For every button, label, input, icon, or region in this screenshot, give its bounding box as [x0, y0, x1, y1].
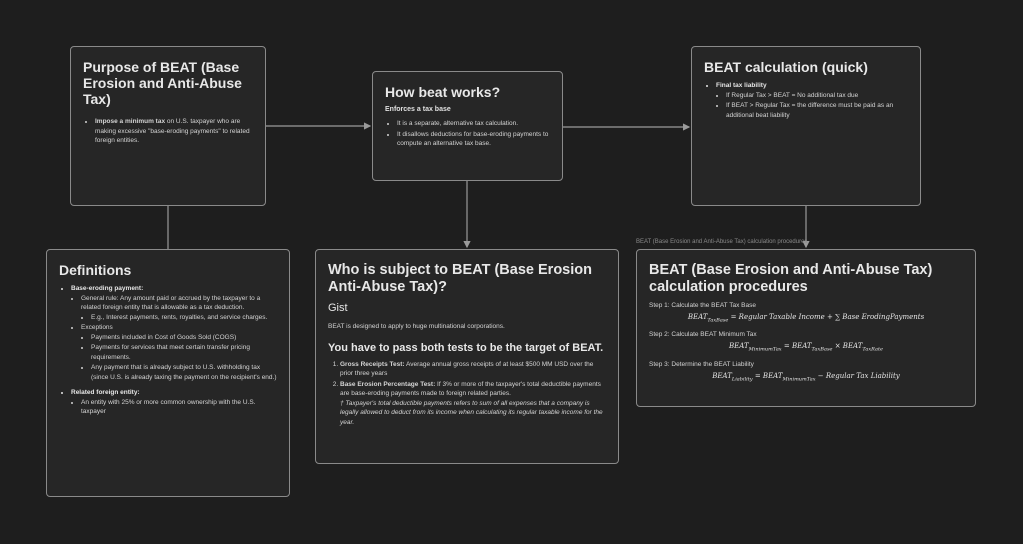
- definitions-list: Base-eroding payment: General rule: Any …: [59, 284, 277, 417]
- how-bullet-1: It is a separate, alternative tax calcul…: [397, 119, 550, 129]
- edge-label-procedures: BEAT (Base Erosion and Anti-Abuse Tax) c…: [636, 239, 808, 245]
- gist-heading: Gist: [328, 302, 348, 314]
- procedures-title: BEAT (Base Erosion and Anti-Abuse Tax) c…: [649, 262, 933, 295]
- eg-item: E.g., Interest payments, rents, royaltie…: [91, 313, 277, 323]
- exception-3: Any payment that is already subject to U…: [91, 363, 277, 382]
- test-2: Base Erosion Percentage Test: If 3% or m…: [340, 380, 606, 428]
- who-title: Who is subject to BEAT (Base Erosion Ant…: [328, 262, 592, 295]
- quick-card[interactable]: BEAT calculation (quick) Final tax liabi…: [691, 46, 921, 206]
- who-card[interactable]: Who is subject to BEAT (Base Erosion Ant…: [315, 249, 619, 464]
- how-title: How beat works?: [385, 84, 501, 100]
- purpose-card[interactable]: Purpose of BEAT (Base Erosion and Anti-A…: [70, 46, 266, 206]
- quick-bullet-1: If Regular Tax > BEAT = No additional ta…: [726, 91, 908, 101]
- related-item: An entity with 25% or more common owners…: [81, 398, 277, 417]
- quick-bullet-2: If BEAT > Regular Tax = the difference m…: [726, 101, 908, 120]
- purpose-title: Purpose of BEAT (Base Erosion and Anti-A…: [83, 59, 242, 107]
- general-rule: General rule: Any amount paid or accrued…: [81, 294, 277, 323]
- purpose-bullet: Impose a minimum tax on U.S. taxpayer wh…: [95, 117, 253, 146]
- base-eroding-head: Base-eroding payment: General rule: Any …: [71, 284, 277, 382]
- test-1: Gross Receipts Test: Average annual gros…: [340, 360, 606, 379]
- tests-heading: You have to pass both tests to be the ta…: [328, 341, 604, 354]
- purpose-list: Impose a minimum tax on U.S. taxpayer wh…: [83, 117, 253, 146]
- quick-head: Final tax liability If Regular Tax > BEA…: [716, 81, 908, 120]
- exceptions-head: Exceptions Payments included in Cost of …: [81, 323, 277, 382]
- procedures-card[interactable]: BEAT (Base Erosion and Anti-Abuse Tax) c…: [636, 249, 976, 407]
- related-head: Related foreign entity: An entity with 2…: [71, 388, 277, 417]
- exception-1: Payments included in Cost of Goods Sold …: [91, 333, 277, 343]
- how-subtitle: Enforces a tax base: [385, 106, 451, 113]
- step-2: Step 2: Calculate BEAT Minimum Tax: [649, 331, 757, 339]
- exception-2: Payments for services that meet certain …: [91, 343, 277, 362]
- formula-1: BEATTaxBase = Regular Taxable Income + ∑…: [687, 313, 925, 324]
- how-card[interactable]: How beat works? Enforces a tax base It i…: [372, 71, 563, 181]
- quick-title: BEAT calculation (quick): [704, 59, 868, 75]
- formula-3: BEATLiability = BEATMinimumTax − Regular…: [712, 371, 900, 383]
- how-list: It is a separate, alternative tax calcul…: [385, 119, 550, 149]
- how-bullet-2: It disallows deductions for base-eroding…: [397, 130, 550, 149]
- quick-list: Final tax liability If Regular Tax > BEA…: [704, 81, 908, 120]
- gist-text: BEAT is designed to apply to huge multin…: [328, 323, 505, 330]
- footnote: † Taxpayer's total deductible payments r…: [340, 399, 603, 426]
- definitions-title: Definitions: [59, 262, 132, 278]
- step-1: Step 1: Calculate the BEAT Tax Base: [649, 302, 756, 309]
- definitions-card[interactable]: Definitions Base-eroding payment: Genera…: [46, 249, 290, 497]
- step-3: Step 3: Determine the BEAT Liability: [649, 360, 754, 368]
- tests-list: Gross Receipts Test: Average annual gros…: [328, 360, 606, 428]
- formula-2: BEATMinimumTax = BEATTaxBase × BEATTaxRa…: [729, 342, 883, 353]
